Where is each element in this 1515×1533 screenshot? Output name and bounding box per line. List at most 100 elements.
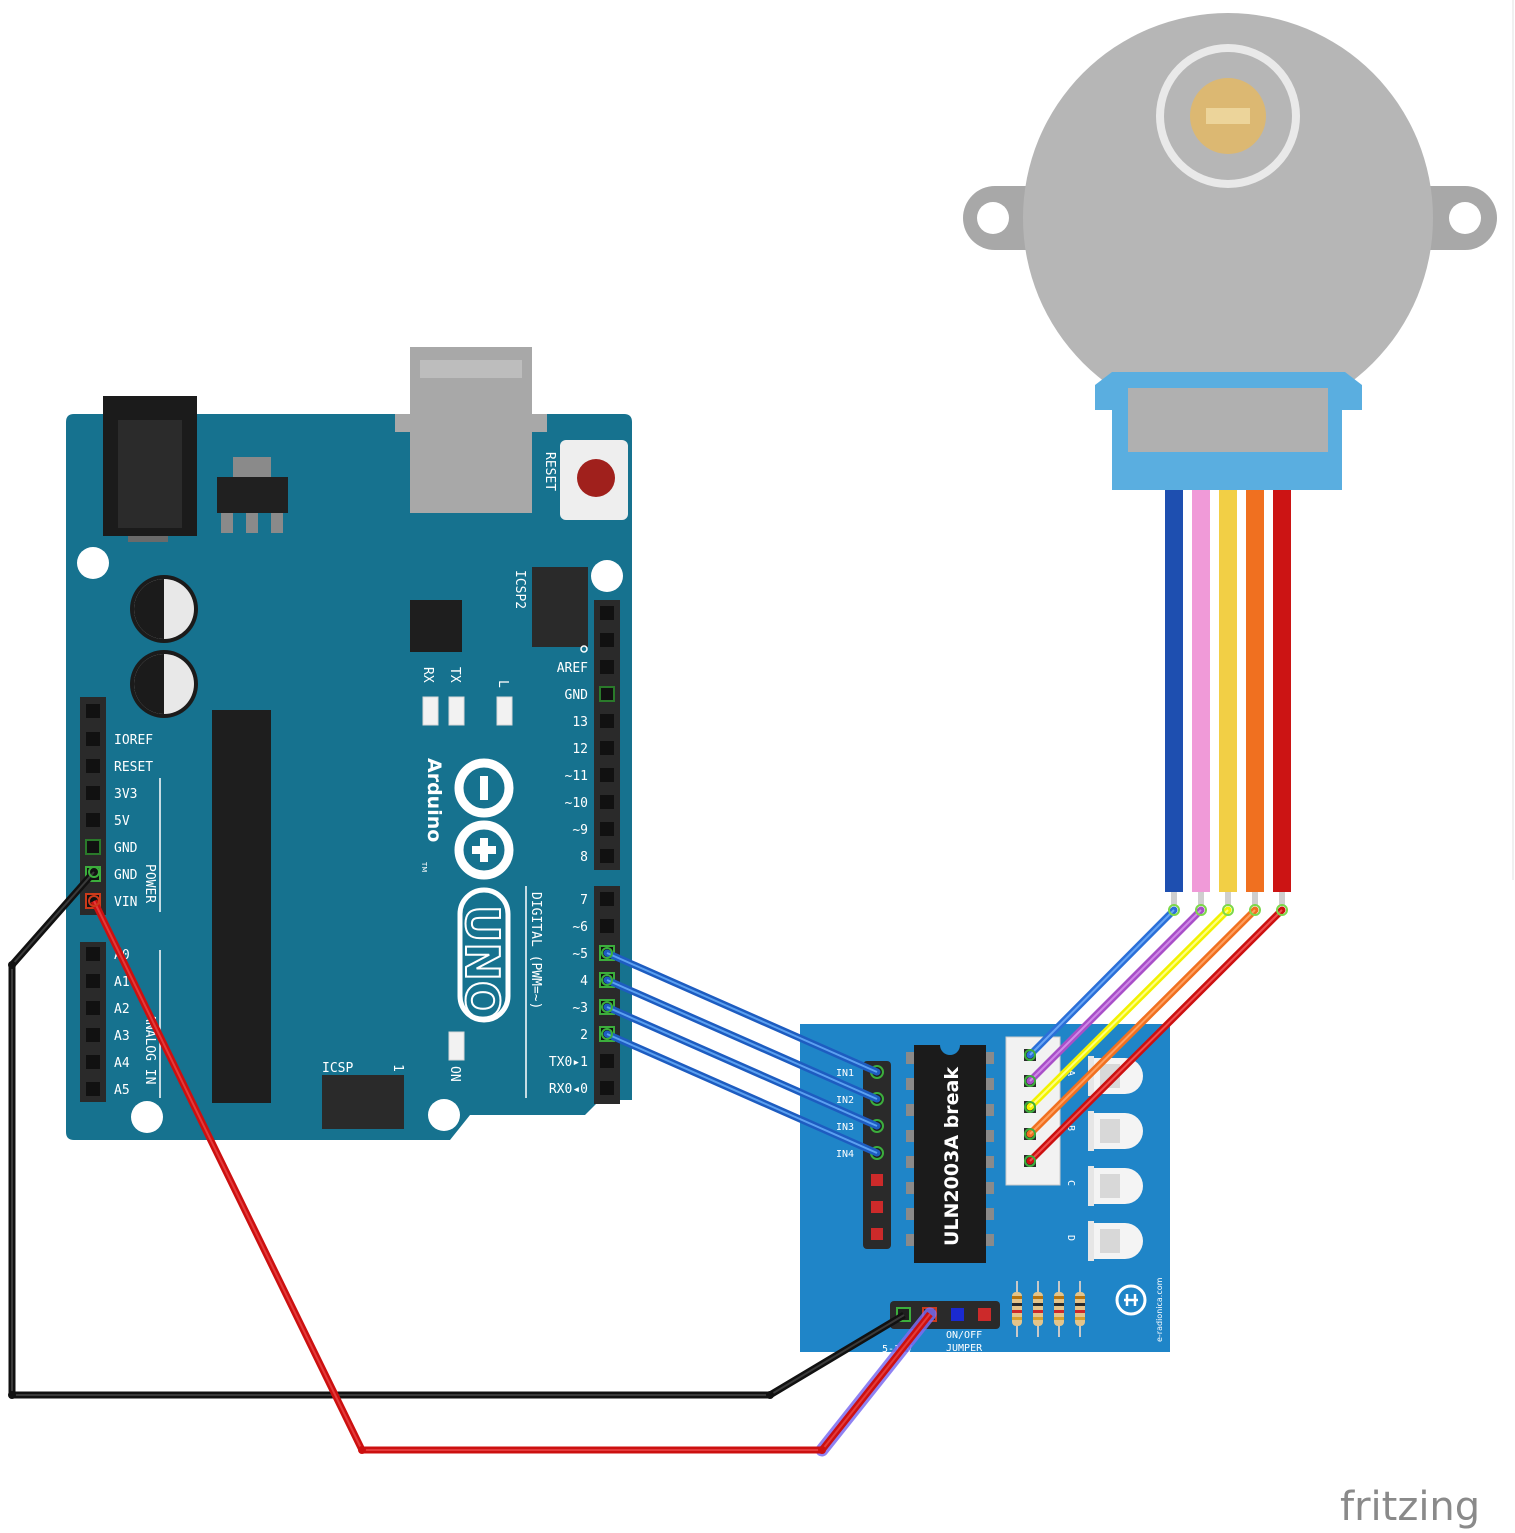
status-led-label-d: D — [1065, 1235, 1076, 1241]
header-pin-nc[interactable] — [86, 704, 100, 718]
wire-end — [1222, 904, 1234, 916]
motor-body — [1023, 13, 1433, 423]
header-pin-gnd[interactable] — [85, 839, 101, 855]
analog-header — [80, 942, 106, 1102]
header-pin-a4[interactable] — [86, 1055, 100, 1069]
header-pin-a1[interactable] — [86, 974, 100, 988]
pin-label-GND: GND — [565, 688, 589, 703]
status-led-c — [1088, 1166, 1143, 1206]
wire-end — [1024, 1075, 1036, 1087]
header-pin-12[interactable] — [600, 741, 614, 755]
pin-label-AREF: AREF — [557, 661, 588, 676]
analog-in-label: ANALOG IN — [142, 1014, 157, 1084]
mounting-hole — [591, 560, 623, 592]
header-pin-a0[interactable] — [86, 947, 100, 961]
wire-bend — [358, 1446, 366, 1454]
pin-label-d7: 7 — [580, 893, 588, 908]
header-pin-GND[interactable] — [599, 686, 615, 702]
header-pin-a5[interactable] — [86, 1082, 100, 1096]
usb-flange — [395, 414, 547, 432]
icsp-header — [322, 1075, 404, 1129]
header-pin-8[interactable] — [600, 849, 614, 863]
chip-leg — [986, 1078, 994, 1090]
pin-label-d1: TX0▸1 — [549, 1055, 588, 1070]
pin-label-gnd: GND — [114, 868, 138, 883]
uno-label: UNO — [455, 905, 509, 1020]
header-pin-5v[interactable] — [86, 813, 100, 827]
header-pin-a3[interactable] — [86, 1028, 100, 1042]
chip-leg — [906, 1156, 914, 1168]
mounting-hole — [428, 1099, 460, 1131]
wire-end — [601, 1001, 613, 1013]
pin-label-13: 13 — [572, 715, 588, 730]
wire-end — [88, 895, 100, 907]
driver-input-label-in3: IN3 — [836, 1122, 854, 1133]
header-pin-d1[interactable] — [600, 1054, 614, 1068]
wire-end — [1024, 1128, 1036, 1140]
reset-button-cap[interactable] — [577, 459, 615, 497]
dc-jack-barrel — [118, 420, 182, 528]
header-pin-ioref[interactable] — [86, 732, 100, 746]
wire-bend — [8, 1391, 16, 1399]
pin-label-vin: VIN — [114, 895, 137, 910]
chip-leg — [906, 1208, 914, 1220]
motor-mount-hole-right — [1449, 202, 1481, 234]
jumper-label-2: JUMPER — [946, 1343, 983, 1354]
motor-lead-wire — [1165, 490, 1183, 892]
jumper-label-1: ON/OFF — [946, 1330, 982, 1341]
chip-label: ULN2003A break — [941, 1067, 963, 1246]
motor-lead-tip — [1279, 892, 1285, 906]
voltage-regulator-tab — [233, 457, 271, 479]
pin-label-a4: A4 — [114, 1056, 130, 1071]
wire-end — [601, 974, 613, 986]
header-pin-AREF[interactable] — [600, 660, 614, 674]
driver-aux-pin[interactable] — [871, 1174, 883, 1186]
motor-mount-hole-left — [977, 202, 1009, 234]
trademark-label: TM — [420, 861, 428, 872]
header-pin-3v3[interactable] — [86, 786, 100, 800]
header-pin-d6[interactable] — [600, 919, 614, 933]
motor-lead-wire — [1192, 490, 1210, 892]
signal-wire-sheen — [606, 952, 878, 1073]
digital-label: DIGITAL (PWM=~) — [528, 892, 543, 1009]
reset-label: RESET — [542, 452, 557, 491]
tx-led — [448, 696, 465, 726]
header-pin-nc[interactable] — [600, 606, 614, 620]
motor-shaft-flat — [1206, 108, 1250, 124]
power-wire-sheen — [93, 900, 931, 1451]
header-pin-nc[interactable] — [600, 633, 614, 647]
header-pin-pwm10[interactable] — [600, 795, 614, 809]
header-pin-d7[interactable] — [600, 892, 614, 906]
icsp2-label: ICSP2 — [512, 570, 527, 609]
icsp-label: ICSP — [322, 1061, 353, 1076]
chip-leg — [986, 1234, 994, 1246]
arduino-logo — [454, 758, 514, 880]
phase-wire-sheen — [1029, 909, 1202, 1082]
header-pin-reset[interactable] — [86, 759, 100, 773]
vendor-label: e-radionica.com — [1155, 1277, 1164, 1342]
digital-header-low — [594, 886, 620, 1104]
jumper-pin[interactable] — [951, 1308, 964, 1321]
header-pin-d0[interactable] — [600, 1081, 614, 1095]
stepper-motor — [963, 13, 1497, 490]
driver-aux-pin[interactable] — [871, 1201, 883, 1213]
pin-label-5v: 5V — [114, 814, 130, 829]
header-pin-pwm11[interactable] — [600, 768, 614, 782]
header-pin-a2[interactable] — [86, 1001, 100, 1015]
wire-bend — [766, 1391, 774, 1399]
pin-label-d0: RX0◂0 — [549, 1082, 588, 1097]
driver-aux-pin[interactable] — [871, 1228, 883, 1240]
jumper-pin[interactable] — [978, 1308, 991, 1321]
signal-wire-sheen — [606, 1033, 878, 1154]
vendor-logo-mark — [1124, 1294, 1138, 1306]
uln2003-chip — [906, 1045, 994, 1263]
header-pin-13[interactable] — [600, 714, 614, 728]
chip-leg — [906, 1078, 914, 1090]
resistor — [1012, 1281, 1022, 1337]
resistor — [1075, 1281, 1085, 1337]
chip-leg — [906, 1234, 914, 1246]
motor-lead-wire — [1273, 490, 1291, 892]
pin-label-pwm9: ~9 — [572, 823, 588, 838]
header-pin-pwm9[interactable] — [600, 822, 614, 836]
atmega-microcontroller — [212, 710, 271, 1103]
